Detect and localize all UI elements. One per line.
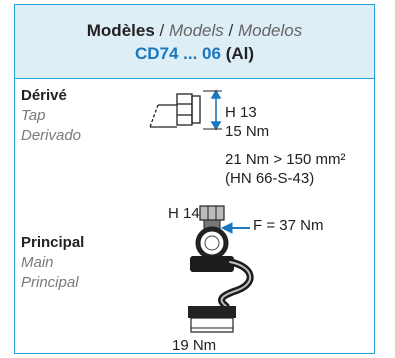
main-label-group: Principal Main Principal [21, 233, 84, 293]
material-label: (Al) [225, 44, 255, 63]
card-header: Modèles / Models / Modelos CD74 ... 06 (… [15, 5, 374, 79]
main-clamp-icon [188, 205, 254, 333]
main-label-es: Principal [21, 274, 79, 291]
tap-torque: 15 Nm [225, 123, 270, 140]
models-title: Modèles / Models / Modelos [15, 21, 374, 41]
tap-label-es: Derivado [21, 127, 82, 144]
tap-bolt-icon [149, 93, 201, 128]
tap-torque-large: 21 Nm > 150 mm² [225, 151, 346, 168]
tap-label-fr: Dérivé [21, 87, 67, 104]
tap-hex-size: H 13 [225, 104, 257, 121]
title-fr: Modèles [86, 21, 155, 40]
product-spec-card: Modèles / Models / Modelos CD74 ... 06 (… [14, 4, 375, 354]
model-line: CD74 ... 06 (Al) [15, 44, 374, 64]
main-hex-size: H 14 [168, 205, 200, 222]
tap-dimension-arrow [203, 89, 222, 131]
title-en: Models [168, 21, 224, 40]
main-bottom-torque: 19 Nm [172, 337, 217, 354]
tap-label-en: Tap [21, 107, 46, 124]
title-separator: / [154, 21, 169, 40]
title-es: Modelos [237, 21, 303, 40]
main-force: F = 37 Nm [253, 217, 324, 234]
tap-label-group: Dérivé Tap Derivado [21, 86, 81, 146]
model-code: CD74 ... 06 [134, 44, 221, 63]
main-label-en: Main [21, 254, 54, 271]
title-separator: / [223, 21, 238, 40]
tap-standard: (HN 66-S-43) [225, 170, 315, 187]
force-arrow-icon [220, 222, 250, 234]
main-label-fr: Principal [21, 234, 85, 251]
